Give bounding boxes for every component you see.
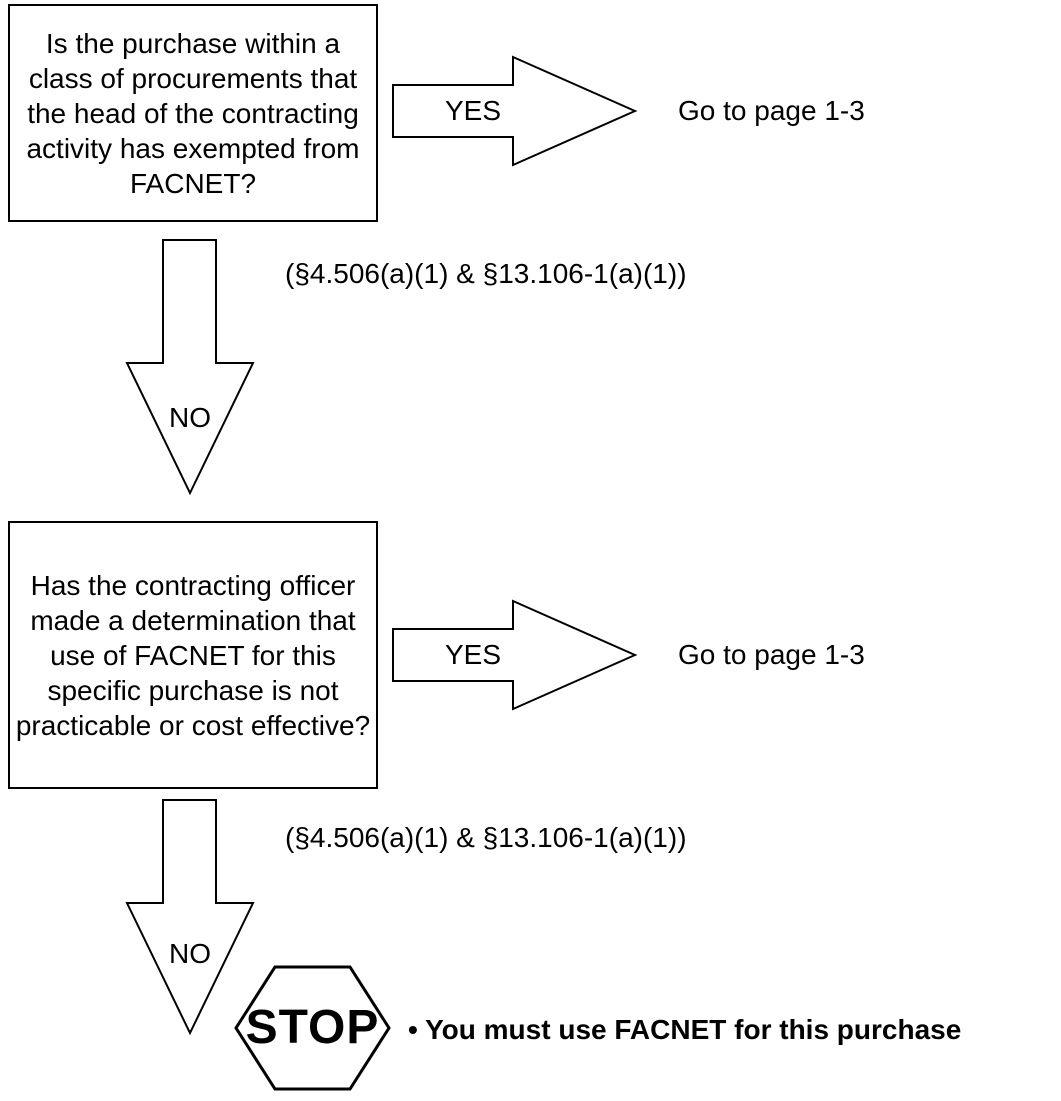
question-box-1: Is the purchase within a class of procur… [8,4,378,222]
question-box-2: Has the contracting officer made a deter… [8,521,378,789]
yes-arrow-1 [392,55,638,167]
citation-2: (§4.506(a)(1) & §13.106-1(a)(1)) [285,822,687,853]
stop-sign-text: STOP [245,1001,380,1054]
no-arrow-1 [125,239,255,496]
no-label-1: NO [169,402,211,433]
stop-message: • You must use FACNET for this purchase [408,1014,962,1045]
yes-arrow-2 [392,599,638,711]
go-to-page-link-2[interactable]: Go to page 1-3 [678,639,865,670]
go-to-page-link-1[interactable]: Go to page 1-3 [678,95,865,126]
stop-sign-octagon [234,965,391,1091]
citation-1: (§4.506(a)(1) & §13.106-1(a)(1)) [285,258,687,289]
yes-label-1: YES [444,95,502,126]
no-arrow-2 [125,799,255,1036]
no-label-2: NO [169,938,211,969]
yes-label-2: YES [444,639,502,670]
